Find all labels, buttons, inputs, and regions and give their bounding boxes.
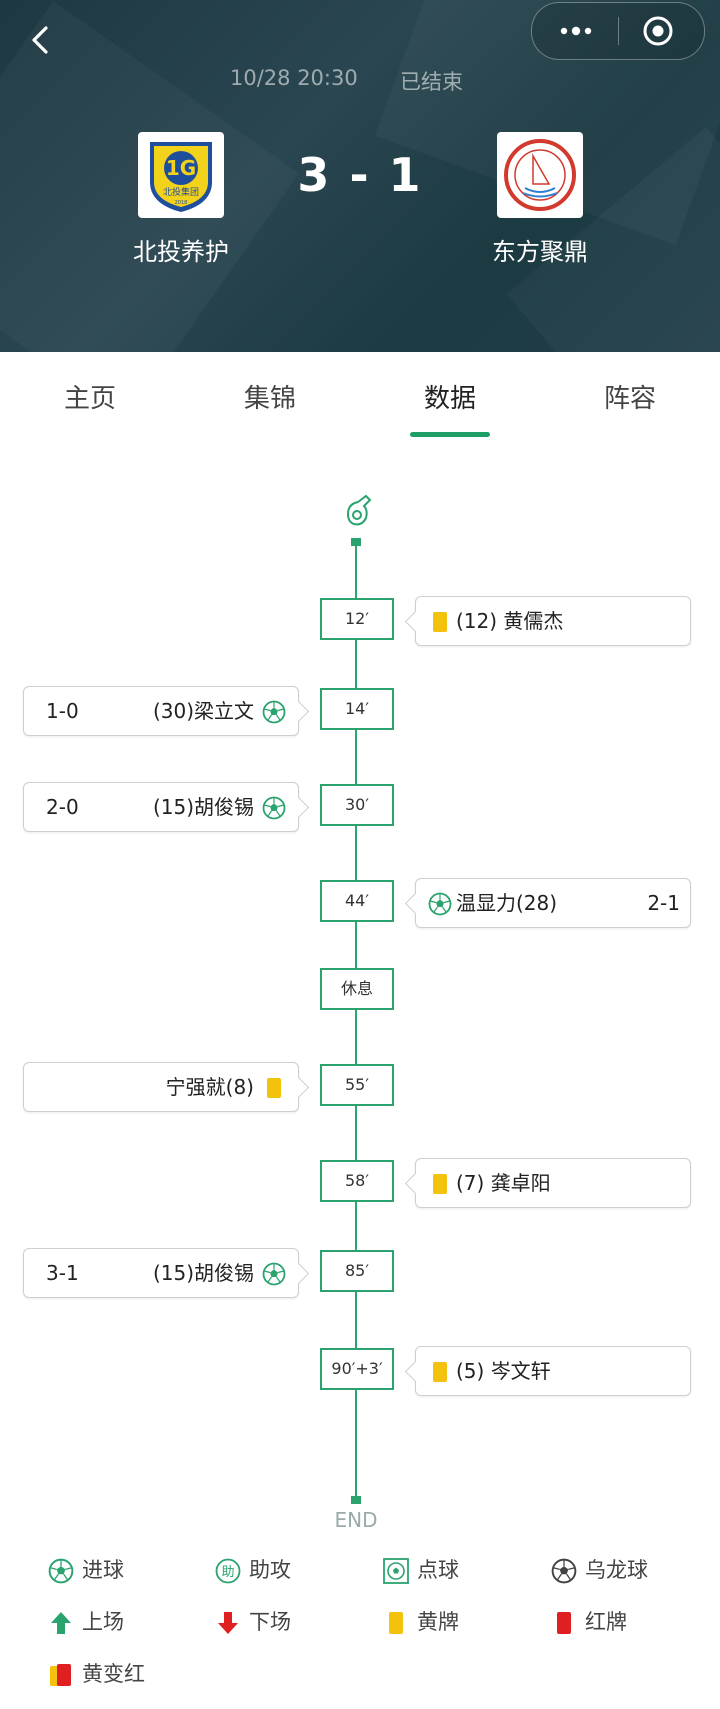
assist-icon: 助 [215,1558,241,1584]
own-goal-icon [551,1558,577,1584]
away-crest-icon [504,139,576,211]
goal-icon [428,892,452,916]
back-arrow-icon[interactable] [22,20,62,60]
match-datetime: 10/28 20:30 [230,66,358,90]
legend-label: 下场 [249,1610,291,1634]
legend-label: 上场 [82,1610,124,1634]
minute-marker: 90′+3′ [320,1348,394,1390]
yellow-card-icon [428,1360,452,1384]
svg-text:2018: 2018 [175,200,188,206]
sub-in-icon [51,1612,71,1634]
event-card-goal[interactable]: 3-1 (15)胡俊锡 [23,1248,299,1298]
penalty-icon [383,1558,409,1584]
home-crest-icon: 1G 北投集团 2018 [150,142,212,212]
match-status: 已结束 [400,70,463,94]
legend-label: 乌龙球 [585,1558,648,1582]
tab-data[interactable]: 数据 [423,384,476,414]
event-player: (5) 岑文轩 [456,1359,551,1383]
event-card-yellow[interactable]: (12) 黄儒杰 [415,596,691,646]
event-card-goal[interactable]: 2-0 (15)胡俊锡 [23,782,299,832]
home-team-name[interactable]: 北投养护 [133,238,229,266]
away-team-logo[interactable] [497,132,583,218]
match-score: 3 - 1 [297,148,423,202]
capsule-divider [618,17,619,45]
goal-icon [48,1558,74,1584]
yellow-card-icon [262,1076,286,1100]
event-score: 1-0 [46,699,79,723]
event-player: (7) 龚卓阳 [456,1171,551,1195]
event-score: 3-1 [46,1261,79,1285]
close-target-icon[interactable] [642,15,674,47]
svg-text:1G: 1G [166,156,196,180]
minute-marker: 85′ [320,1250,394,1292]
minute-marker: 14′ [320,688,394,730]
event-card-goal[interactable]: 温显力(28) 2-1 [415,878,691,928]
match-info: 10/28 20:30 已结束 [0,66,720,96]
match-timeline: 12′ (12) 黄儒杰 14′ 1-0 (30)梁立文 30′ 2-0 (15… [0,442,720,1532]
active-tab-indicator [410,432,490,437]
halftime-marker: 休息 [320,968,394,1010]
event-card-yellow[interactable]: (7) 龚卓阳 [415,1158,691,1208]
event-score: 2-0 [46,795,79,819]
sub-out-icon [218,1612,238,1634]
event-score: 2-1 [647,891,680,915]
match-header: 10/28 20:30 已结束 1G 北投集团 2018 北投养护 3 - 1 … [0,0,720,352]
yellow-card-icon [428,1172,452,1196]
yellow-card-icon [389,1612,403,1634]
timeline-axis [355,542,357,1502]
away-team-name[interactable]: 东方聚鼎 [492,238,588,266]
legend-label: 助攻 [249,1558,291,1582]
svg-text:北投集团: 北投集团 [163,186,199,198]
minute-marker: 12′ [320,598,394,640]
event-legend: 进球 助 助攻 点球 乌龙球 上场 [0,1540,720,1700]
minute-marker: 58′ [320,1160,394,1202]
event-player: (30)梁立文 [152,699,254,723]
legend-label: 黄变红 [82,1662,145,1686]
legend-label: 进球 [82,1558,124,1582]
tab-bar: 主页 集锦 数据 阵容 [0,352,720,442]
legend-label: 点球 [417,1558,459,1582]
tab-lineup[interactable]: 阵容 [603,384,656,414]
event-player: (15)胡俊锡 [152,1261,254,1285]
event-card-yellow[interactable]: 宁强就(8) [23,1062,299,1112]
event-player: 宁强就(8) [165,1075,254,1099]
timeline-end-label: END [334,1508,378,1532]
home-team-logo[interactable]: 1G 北投集团 2018 [138,132,224,218]
more-dots-icon[interactable] [556,17,596,45]
red-card-icon [557,1612,571,1634]
whistle-icon [346,494,372,526]
goal-icon [262,796,286,820]
minute-marker: 44′ [320,880,394,922]
goal-icon [262,1262,286,1286]
event-player: 温显力(28) [456,891,558,915]
event-player: (15)胡俊锡 [152,795,254,819]
minute-marker: 30′ [320,784,394,826]
yellow-card-icon [428,610,452,634]
timeline-end-cap [351,1496,361,1504]
tab-home[interactable]: 主页 [63,384,116,414]
legend-label: 黄牌 [417,1610,459,1634]
event-card-goal[interactable]: 1-0 (30)梁立文 [23,686,299,736]
mini-program-capsule [531,2,705,60]
event-player: (12) 黄儒杰 [456,609,564,633]
goal-icon [262,700,286,724]
second-yellow-icon [50,1664,71,1686]
svg-text:助: 助 [221,1565,234,1580]
legend-label: 红牌 [585,1610,627,1634]
event-card-yellow[interactable]: (5) 岑文轩 [415,1346,691,1396]
tab-highlights[interactable]: 集锦 [243,384,296,414]
minute-marker: 55′ [320,1064,394,1106]
